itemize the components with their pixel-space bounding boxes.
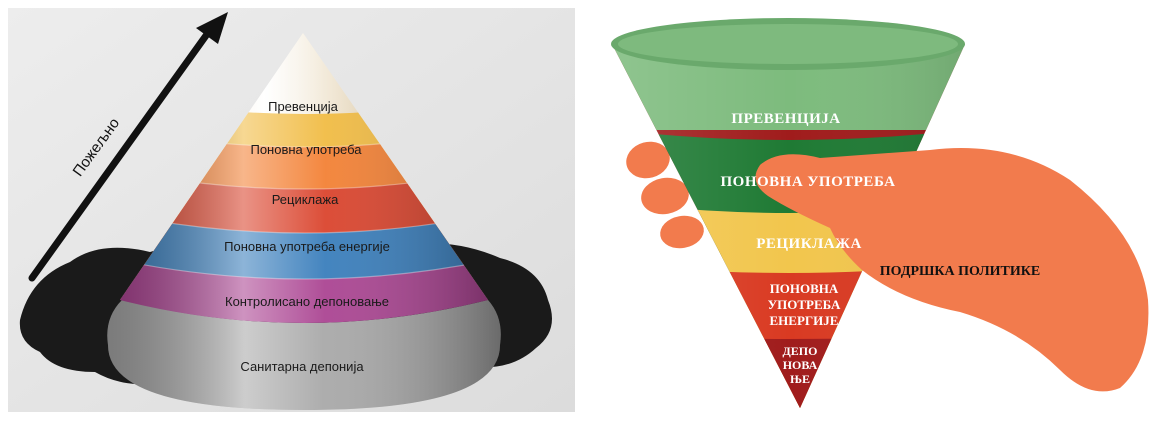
funnel-label-landfill-line3: ЊЕ	[790, 372, 810, 386]
funnel-label-energy-line2: УПОТРЕБА	[768, 297, 841, 312]
layer-label-recycling: Рециклажа	[272, 192, 339, 207]
desirability-arrow	[28, 12, 228, 282]
layer-label-controlled-landfill: Контролисано депоновање	[225, 294, 389, 309]
funnel-label-prevention: ПРЕВЕНЦИЈА	[731, 111, 840, 127]
layer-label-sanitary-landfill: Санитарна депонија	[240, 359, 364, 374]
hand-fingers-icon	[626, 141, 704, 249]
layer-label-prevention: Превенција	[268, 99, 339, 114]
right-funnel-panel: ПРЕВЕНЦИЈА ПОНОВНА УПОТРЕБА РЕЦИКЛАЖА ПО…	[611, 18, 1149, 408]
layer-label-energy-recovery: Поновна употреба енергије	[224, 239, 390, 254]
funnel-label-energy-line3: ЕНЕРГИЈЕ	[770, 313, 839, 328]
layer-label-reuse: Поновна употреба	[250, 142, 362, 157]
hand-icon	[755, 148, 1149, 392]
funnel-label-recycling: РЕЦИКЛАЖА	[756, 236, 862, 252]
funnel-label-landfill-line1: ДЕПО	[783, 344, 818, 358]
funnel-label-landfill-line2: НОВА	[783, 358, 818, 372]
left-pyramid-panel: Превенција Поновна употреба Рециклажа По…	[8, 8, 575, 412]
funnel-label-reuse: ПОНОВНА УПОТРЕБА	[721, 174, 896, 190]
hand-label-policy-support: ПОДРШКА ПОЛИТИКЕ	[880, 264, 1041, 279]
funnel-label-energy-line1: ПОНОВНА	[770, 281, 839, 296]
